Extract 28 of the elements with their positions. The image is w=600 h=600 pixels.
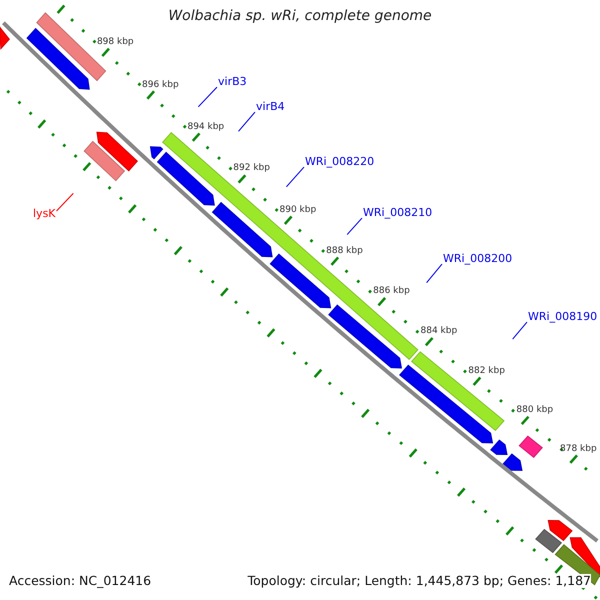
gene-label: WRi_008200 (443, 253, 512, 266)
gene-label: WRi_008190 (528, 311, 598, 324)
gene-label: virB3 (218, 76, 247, 88)
gene-label: virB4 (256, 101, 285, 114)
scale-label: 882 kbp (468, 366, 505, 377)
leader-line (56, 192, 74, 212)
leader-line (426, 264, 442, 284)
gene-label: WRi_008210 (363, 207, 432, 220)
accession-text: Accession: NC_012416 (9, 574, 152, 588)
leader-line (238, 112, 256, 132)
gene-label: WRi_008220 (305, 156, 374, 168)
leader-line (198, 86, 218, 108)
diagram-title: Wolbachia sp. wRi, complete genome (167, 9, 433, 24)
leader-line (286, 166, 304, 188)
scale-label: 888 kbp (326, 246, 363, 257)
scale-label: 898 kbp (96, 38, 134, 48)
gene-label: lysK (33, 208, 56, 220)
leader-line (512, 322, 528, 340)
scale-label: 896 kbp (142, 80, 179, 90)
genome-info-text: Topology: circular; Length: 1,445,873 bp; Genes: 1,187 (248, 574, 591, 588)
scale-label: 892 kbp (233, 164, 270, 174)
scale-label: 878 kbp (560, 444, 597, 455)
leader-line (346, 218, 362, 236)
scale-label: 880 kbp (516, 406, 554, 416)
scale-label: 884 kbp (420, 327, 458, 338)
scale-label: 886 kbp (373, 287, 410, 298)
scale-label: 890 kbp (280, 206, 316, 216)
scale-label: 894 kbp (187, 122, 224, 133)
